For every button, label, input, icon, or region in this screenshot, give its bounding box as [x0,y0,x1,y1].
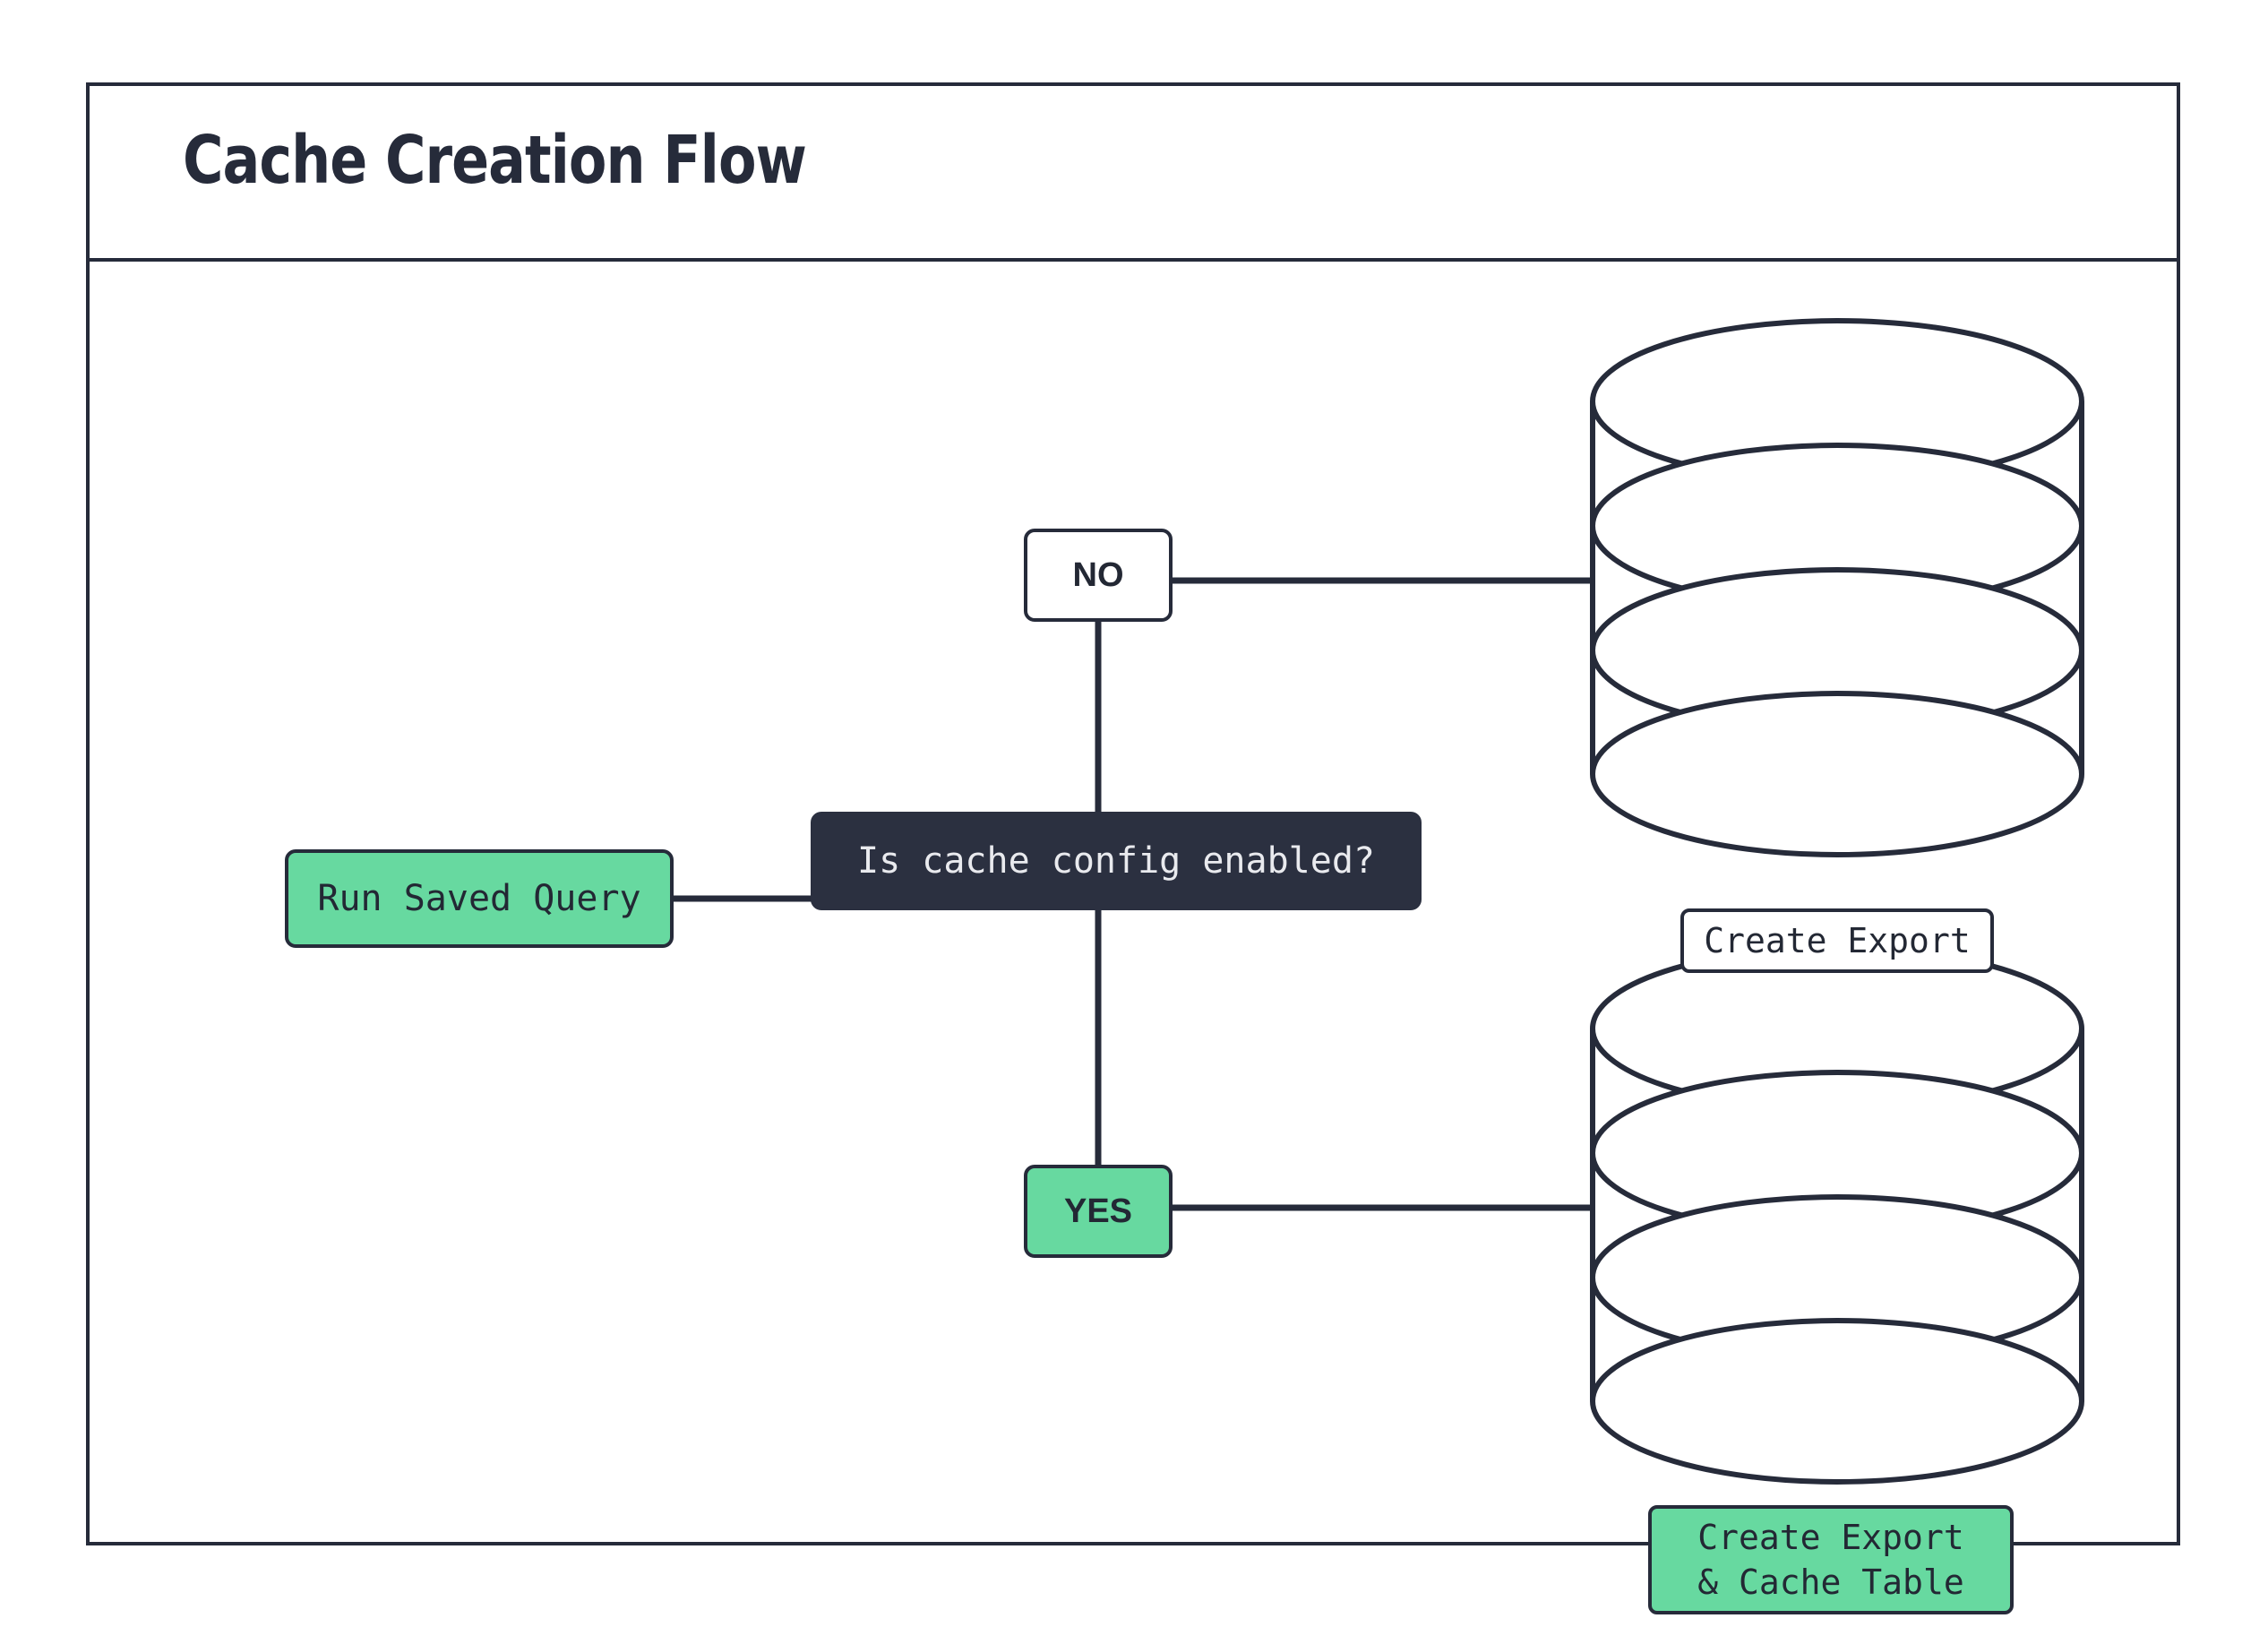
branch-label-yes-text: YES [1063,1192,1133,1230]
diagram-header [90,86,2177,262]
node-create-export-cache-line1: Create Export [1697,1517,1964,1557]
node-create-export-cache-line2: & Cache Table [1697,1562,1964,1602]
node-run-saved-query[interactable]: Run Saved Query [285,849,674,948]
page-title: Cache Creation Flow [183,122,807,199]
node-create-export-cache-table[interactable]: Create Export & Cache Table [1648,1505,2014,1614]
node-create-export-label: Create Export [1704,920,1971,960]
node-decision-label: Is cache config enabled? [857,839,1375,882]
node-create-export[interactable]: Create Export [1680,908,1994,973]
branch-label-no[interactable]: NO [1024,529,1173,622]
branch-label-no-text: NO [1072,555,1124,594]
branch-label-yes[interactable]: YES [1024,1165,1173,1258]
node-run-saved-query-label: Run Saved Query [317,877,641,919]
node-decision-cache-config[interactable]: Is cache config enabled? [811,812,1422,910]
